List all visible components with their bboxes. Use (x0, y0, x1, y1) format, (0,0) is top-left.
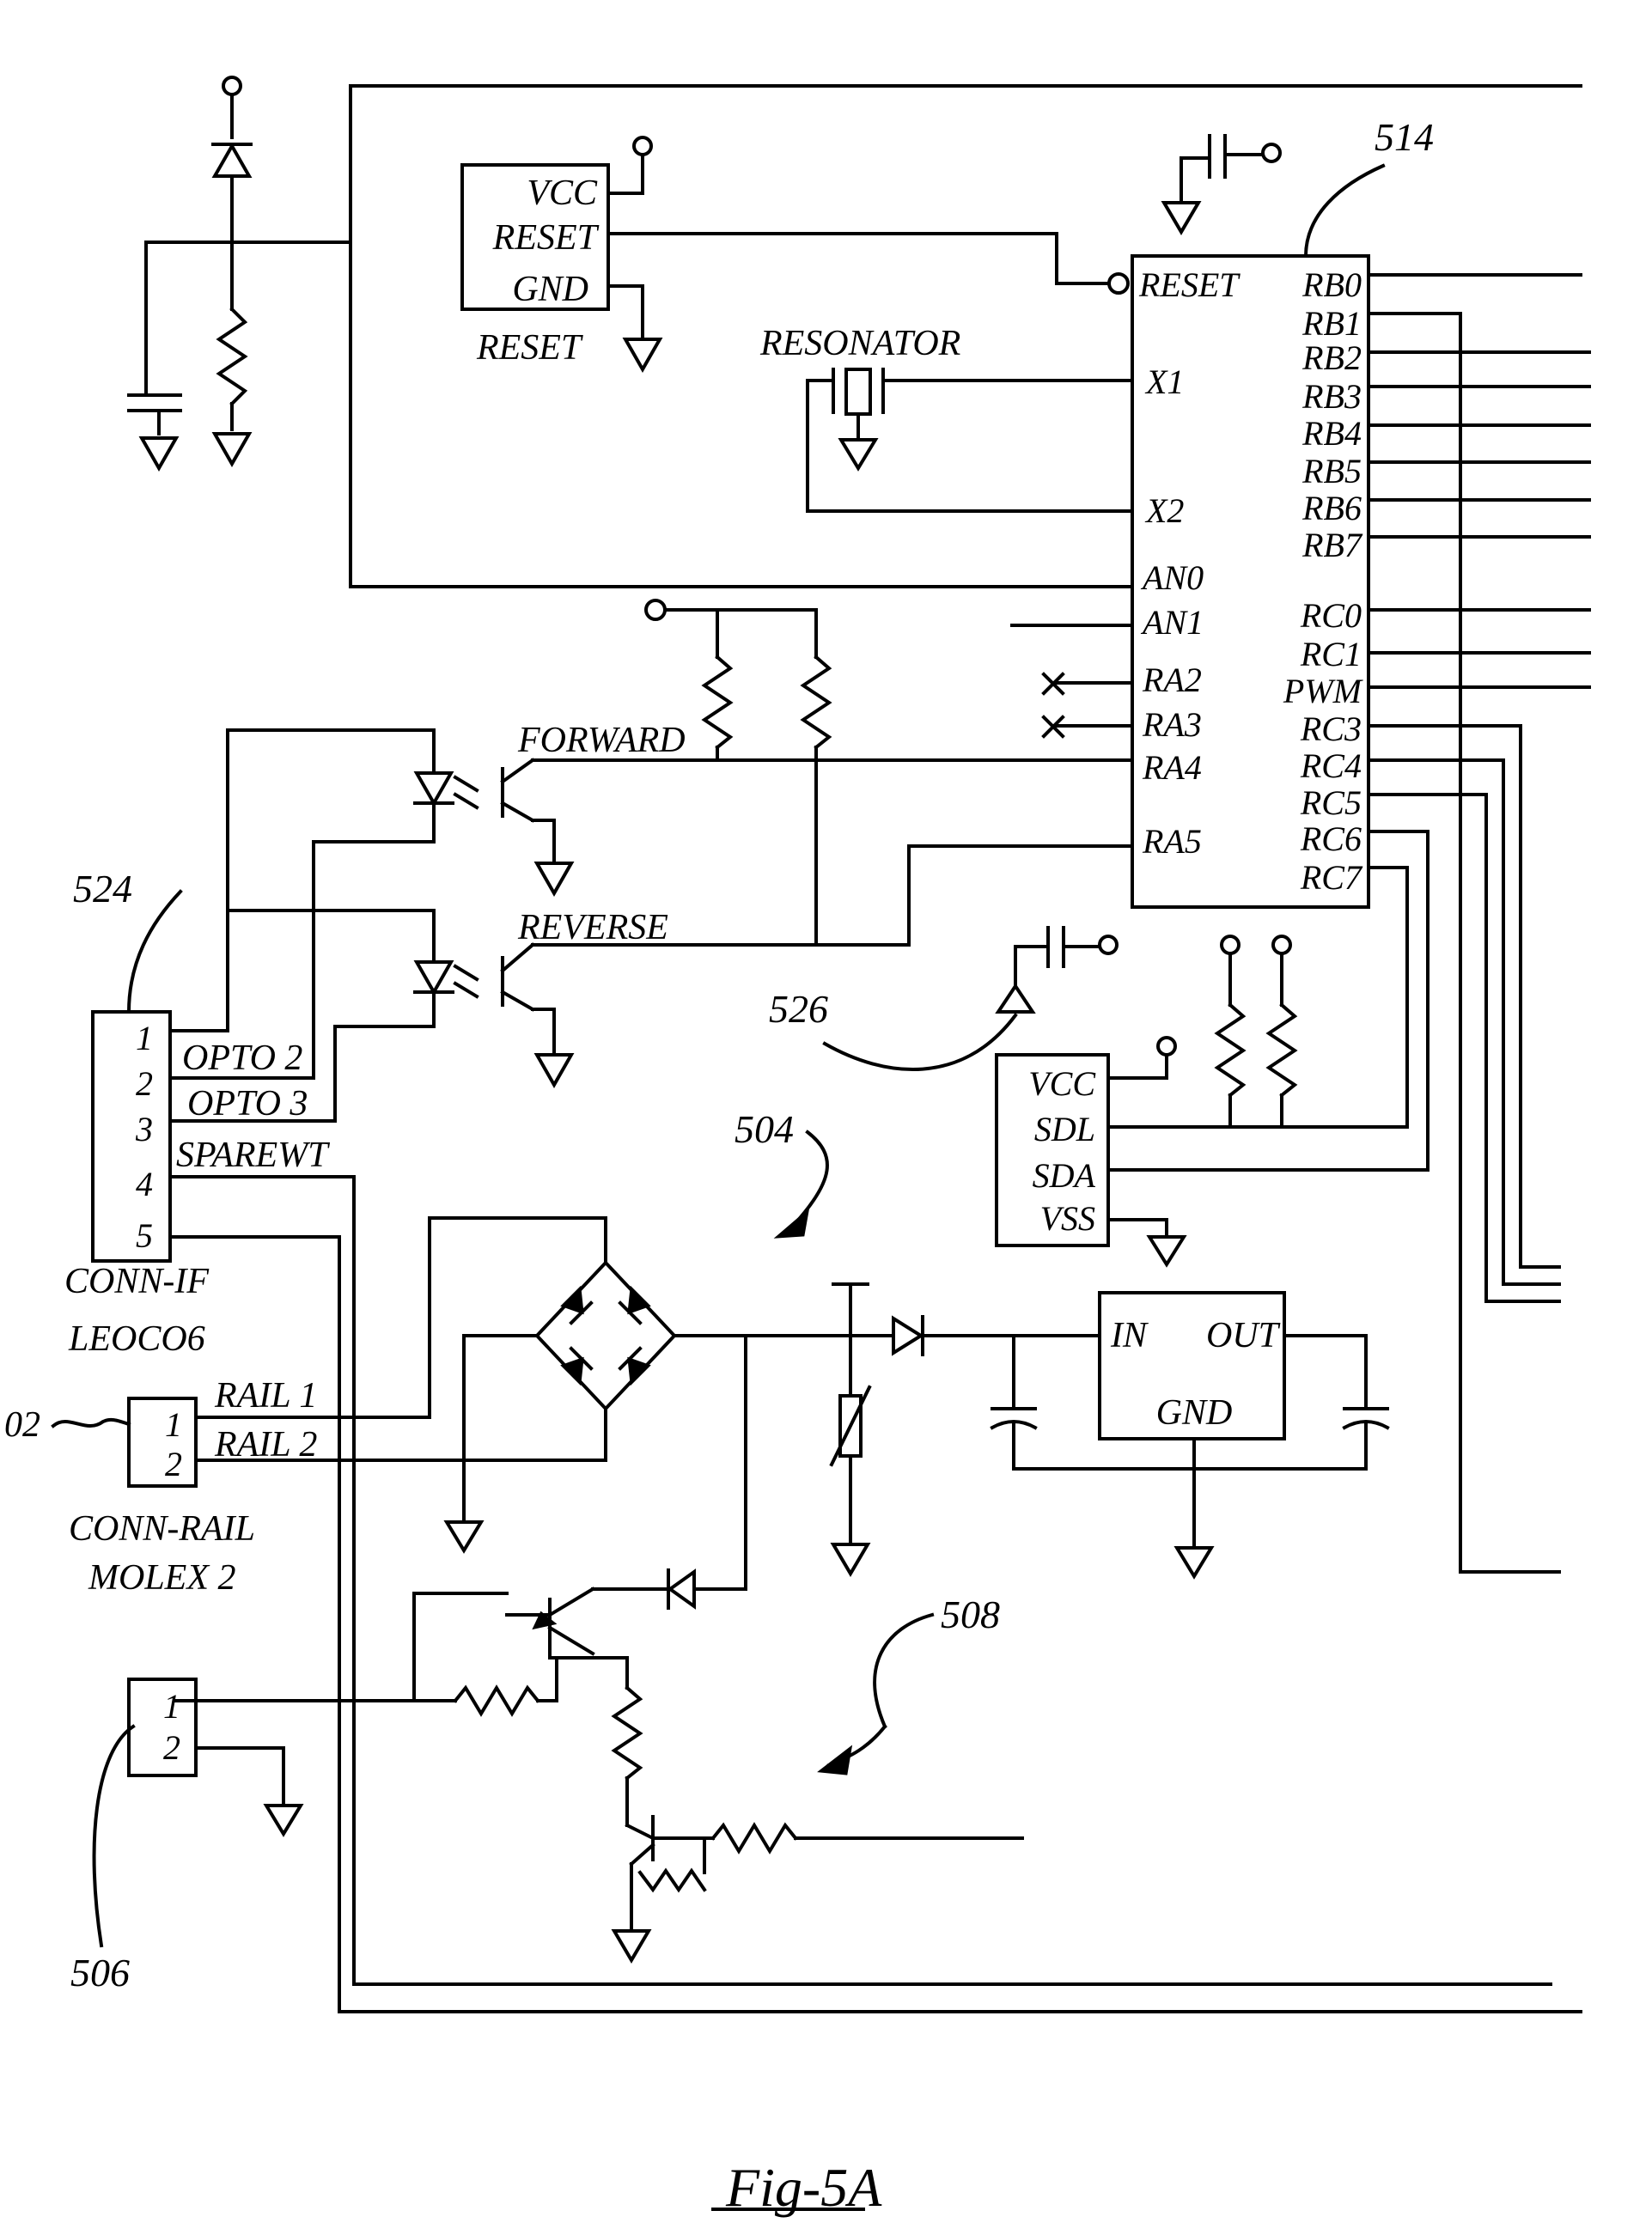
mcu-decoupling-cap (1161, 134, 1282, 235)
mcu-pin-x1: X1 (1144, 362, 1184, 401)
mcu-pin-ra4: RA4 (1142, 748, 1202, 787)
conn-rail-signal-rail1: RAIL 1 (214, 1376, 317, 1416)
conn-506-ref: 506 (70, 1951, 130, 1995)
regulator-pin-out: OUT (1206, 1316, 1281, 1355)
resonator-label: RESONATOR (759, 324, 960, 363)
mcu-pin-rc1: RC1 (1300, 635, 1362, 673)
power-supply-ref: 504 (735, 1107, 794, 1151)
conn-if-pin-2: 2 (136, 1064, 153, 1103)
microcontroller-514: 514 RESET X1 X2 AN0 AN1 RA2 RA3 RA4 RA5 … (1010, 115, 1434, 909)
pullup-resistors (644, 599, 832, 947)
mcu-pin-rc6: RC6 (1300, 819, 1362, 858)
mcu-pin-an1: AN1 (1140, 603, 1204, 642)
conn-rail-pin-2: 2 (165, 1445, 182, 1483)
connector-506: 1 2 506 (70, 1678, 304, 1995)
conn-if-ref: 524 (73, 867, 132, 910)
mcu-pin-reset: RESET (1138, 265, 1241, 304)
driver-circuit-508: 508 (174, 1568, 1024, 1964)
mcu-pin-an0: AN0 (1140, 558, 1204, 597)
resonator: RESONATOR (759, 324, 1134, 513)
reset-chip-pin-reset: RESET (492, 218, 600, 258)
eeprom-526: VCC SDL SDA VSS 526 (769, 926, 1298, 1268)
conn-if-signal-opto3: OPTO 3 (187, 1084, 308, 1124)
conn-rail-signal-rail2: RAIL 2 (214, 1425, 317, 1465)
mcu-pin-rc4: RC4 (1300, 746, 1362, 785)
mcu-pin-rb4: RB4 (1301, 414, 1362, 453)
regulator-section: IN OUT GND (829, 1282, 1390, 1580)
eeprom-pin-sdl: SDL (1034, 1110, 1095, 1148)
reverse-optocoupler: REVERSE (226, 844, 1134, 1123)
bridge-rectifier (428, 1216, 891, 1591)
mcu-pin-ra3: RA3 (1142, 705, 1202, 744)
mcu-pin-rc3: RC3 (1300, 710, 1362, 748)
reverse-label: REVERSE (517, 908, 668, 947)
conn-rail-ref: 02 (4, 1405, 40, 1445)
conn-rail: 1 2 RAIL 1 RAIL 2 02 CONN-RAIL MOLEX 2 (4, 1376, 607, 1598)
conn-rail-name: CONN-RAIL (69, 1509, 255, 1549)
conn-if-pin-4: 4 (136, 1165, 153, 1203)
conn-if-name: CONN-IF (64, 1262, 209, 1301)
mcu-pin-rb5: RB5 (1301, 452, 1362, 490)
mcu-pin-rc7: RC7 (1300, 858, 1363, 897)
port-signal-bus (1106, 273, 1591, 1574)
conn-if-signal-sparewt: SPAREWT (176, 1136, 330, 1175)
regulator-pin-in: IN (1110, 1316, 1149, 1355)
conn-506-pin-2: 2 (163, 1728, 180, 1767)
mcu-pin-rb6: RB6 (1301, 489, 1362, 527)
an0-bus (349, 84, 1582, 588)
conn-rail-pin-1: 1 (165, 1405, 182, 1444)
eeprom-pin-sda: SDA (1033, 1156, 1096, 1195)
forward-optocoupler: FORWARD (226, 721, 1134, 1080)
driver-ref: 508 (941, 1593, 1000, 1636)
figure-caption: Fig-5A (711, 2157, 882, 2218)
reset-chip-label: RESET (476, 328, 583, 368)
reset-chip-pin-gnd: GND (512, 270, 588, 309)
eeprom-ref: 526 (769, 987, 828, 1031)
mcu-pin-ra5: RA5 (1142, 822, 1202, 861)
mcu-pin-rb3: RB3 (1301, 377, 1362, 416)
mcu-pin-rb0: RB0 (1301, 265, 1362, 304)
conn-if-524: 524 1 2 3 4 5 OPTO 2 OPTO 3 SPAREWT CONN… (64, 867, 1582, 2013)
mcu-pin-x2: X2 (1144, 491, 1184, 530)
mcu-pin-rb2: RB2 (1301, 338, 1362, 377)
mcu-pin-ra2: RA2 (1142, 661, 1202, 699)
reset-chip-pin-vcc: VCC (527, 174, 598, 213)
eeprom-pin-vcc: VCC (1028, 1064, 1096, 1103)
input-protection-network (127, 76, 352, 472)
mcu-pin-pwm: PWM (1283, 672, 1364, 710)
mcu-pin-rc0: RC0 (1300, 596, 1362, 635)
mcu-pin-rb1: RB1 (1301, 304, 1362, 343)
forward-label: FORWARD (517, 721, 686, 760)
mcu-ref-label: 514 (1375, 115, 1434, 159)
mcu-pin-rb7: RB7 (1301, 526, 1363, 564)
conn-if-pin-3: 3 (135, 1110, 153, 1148)
conn-rail-part: MOLEX 2 (88, 1558, 236, 1598)
mcu-pin-rc5: RC5 (1300, 783, 1362, 822)
conn-if-pin-5: 5 (136, 1216, 153, 1255)
conn-if-signal-opto2: OPTO 2 (182, 1038, 302, 1078)
conn-506-pin-1: 1 (163, 1687, 180, 1726)
eeprom-pin-vss: VSS (1040, 1199, 1095, 1238)
power-supply-ref-arrow (792, 1130, 829, 1227)
conn-if-pin-1: 1 (136, 1019, 153, 1057)
reset-supervisor-chip: VCC RESET GND RESET (460, 136, 1130, 374)
power-supply-ref-arrowhead (773, 1208, 810, 1239)
conn-if-part: LEOCO6 (68, 1319, 205, 1359)
regulator-pin-gnd: GND (1156, 1393, 1233, 1433)
